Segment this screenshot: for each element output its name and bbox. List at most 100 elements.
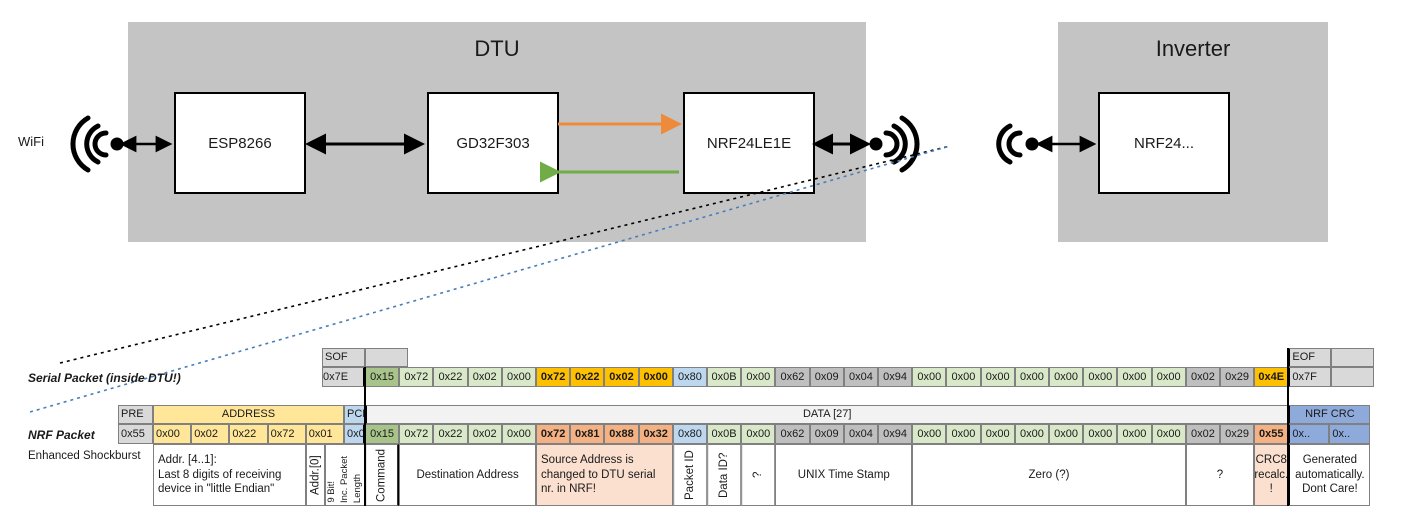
chip-gd32f303-label: GD32F303 [456, 134, 530, 152]
nrf-data-cell: 0x00 [501, 424, 536, 444]
inverter-antenna-icon [996, 123, 1023, 165]
serial-data-cell: 0x00 [638, 367, 673, 387]
chip-nrf24le1e[interactable]: NRF24LE1E [683, 92, 815, 194]
nrf-data-cell: 0x02 [1185, 424, 1220, 444]
inverter-antenna-dot [1025, 137, 1039, 151]
serial-data-cell: 0x00 [946, 367, 981, 387]
serial-data-cell: 0x15 [365, 367, 400, 387]
nrf-data-cell: 0x00 [1083, 424, 1118, 444]
nrf-data-cell: 0x00 [1117, 424, 1152, 444]
inverter-title: Inverter [1155, 36, 1231, 61]
serial-data-cell: 0x09 [809, 367, 844, 387]
packet-data-start-divider [364, 367, 366, 506]
nrf-crc-cell: 0x.. [1329, 424, 1371, 444]
nrf-data-cell: 0x62 [775, 424, 810, 444]
serial-data-cell: 0x00 [1014, 367, 1049, 387]
packet-data-end-divider [1287, 348, 1290, 506]
chip-esp8266-label: ESP8266 [208, 134, 272, 152]
nrf-header-data: DATA [27] [365, 405, 1289, 424]
wifi-antenna-dot [110, 137, 124, 151]
diagram-connectors [29, 113, 1097, 413]
block-diagram: DTU Inverter ESP8266 GD32F303 NRF24LE1E … [18, 22, 1328, 413]
packet-tables: Serial Packet (inside DTU!) NRF Packet E… [0, 340, 1406, 523]
serial-data-cell: 0x72 [536, 367, 571, 387]
nrf-desc-line: nr. in NRF! [541, 483, 596, 496]
nrf-data-cell: 0x55 [1254, 424, 1289, 444]
nrf-desc-cell: Packet ID [672, 444, 707, 506]
nrf-data-cell: 0x00 [741, 424, 776, 444]
nrf-header-pcf: PCF [344, 405, 365, 424]
nrf-data-cell: 0x88 [604, 424, 639, 444]
nrf-crc-cell: 0x.. [1288, 424, 1330, 444]
nrf-desc-line: Destination Address [416, 468, 519, 481]
chip-nrf24le1e-label: NRF24LE1E [706, 134, 792, 152]
chip-esp8266[interactable]: ESP8266 [174, 92, 306, 194]
nrf-data-cell: 0x00 [980, 424, 1015, 444]
serial-sof-header-spacer [365, 348, 408, 367]
nrf-header-pre: PRE [118, 405, 153, 424]
serial-data-cell: 0x72 [399, 367, 434, 387]
nrf-desc-cell: UNIX Time Stamp [775, 444, 913, 506]
callout-serial-dotted [59, 145, 951, 364]
serial-data-cell: 0x94 [878, 367, 913, 387]
serial-data-cell: 0x0B [707, 367, 742, 387]
dtu-antenna-icon [883, 115, 920, 173]
serial-data-cell: 0x02 [604, 367, 639, 387]
shockburst-label: Enhanced Shockburst [28, 450, 141, 462]
serial-data-cell: 0x80 [672, 367, 707, 387]
chip-nrf24-label: NRF24... [1133, 134, 1194, 152]
nrf-desc-cell: Data ID? [707, 444, 742, 506]
nrf-address-cell: 0x72 [267, 424, 306, 444]
nrf-data-cell: 0x32 [638, 424, 673, 444]
serial-data-cell: 0x00 [912, 367, 947, 387]
serial-data-cell: 0x02 [467, 367, 502, 387]
nrf-pre-value: 0x55 [118, 424, 153, 444]
nrf-pcf-value: 0x0DA [344, 424, 365, 444]
serial-packet-label: Serial Packet (inside DTU!) [28, 371, 181, 385]
nrf-desc-subtext: Inc. Packet [339, 456, 351, 503]
serial-eof-value: 0x7F [1288, 367, 1332, 387]
nrf-desc-cell: Addr.[0] [306, 444, 325, 506]
nrf-data-cell: 0x00 [912, 424, 947, 444]
nrf-data-cell: 0x80 [672, 424, 707, 444]
nrf-data-cell: 0x00 [1151, 424, 1186, 444]
serial-data-cell: 0x04 [843, 367, 878, 387]
nrf-desc-line: Last 8 digits of receiving [158, 468, 282, 481]
serial-data-cell: 0x29 [1220, 367, 1255, 387]
chip-gd32f303[interactable]: GD32F303 [427, 92, 559, 194]
nrf-data-cell: 0x0B [707, 424, 742, 444]
chip-nrf24[interactable]: NRF24... [1098, 92, 1230, 194]
nrf-desc-subtext: Length [351, 473, 363, 503]
nrf-desc-cell: Command [365, 444, 400, 506]
serial-data-cell: 0x00 [1151, 367, 1186, 387]
nrf-desc-cell: Destination Address [399, 444, 536, 506]
serial-sof-header: SOF [322, 348, 365, 367]
serial-eof-header-spacer [1331, 348, 1375, 367]
nrf-data-cell: 0x02 [467, 424, 502, 444]
nrf-packet-label: NRF Packet [28, 428, 95, 442]
nrf-address-cell: 0x00 [153, 424, 192, 444]
serial-data-cell: 0x00 [1117, 367, 1152, 387]
nrf-data-cell: 0x09 [809, 424, 844, 444]
nrf-data-cell: 0x94 [878, 424, 913, 444]
serial-data-cell: 0x00 [1049, 367, 1084, 387]
nrf-desc-line: Addr. [4..1]: [158, 454, 217, 467]
serial-data-cell: 0x22 [570, 367, 605, 387]
nrf-desc-line: ! [1269, 483, 1273, 496]
nrf-desc-line: CRC8 [1255, 454, 1287, 467]
nrf-address-cell: 0x02 [191, 424, 230, 444]
callout-nrf-dotted [29, 145, 951, 413]
wifi-antenna-icon [70, 115, 109, 173]
nrf-data-cell: 0x04 [843, 424, 878, 444]
nrf-data-cell: 0x00 [946, 424, 981, 444]
serial-eof-header: EOF [1288, 348, 1332, 367]
nrf-data-cell: 0x72 [399, 424, 434, 444]
nrf-desc-line: Generated [1302, 454, 1358, 467]
serial-data-cell: 0x00 [980, 367, 1015, 387]
serial-data-cell: 0x02 [1185, 367, 1220, 387]
serial-data-cell: 0x00 [1083, 367, 1118, 387]
nrf-desc-line: ? [1216, 468, 1224, 481]
